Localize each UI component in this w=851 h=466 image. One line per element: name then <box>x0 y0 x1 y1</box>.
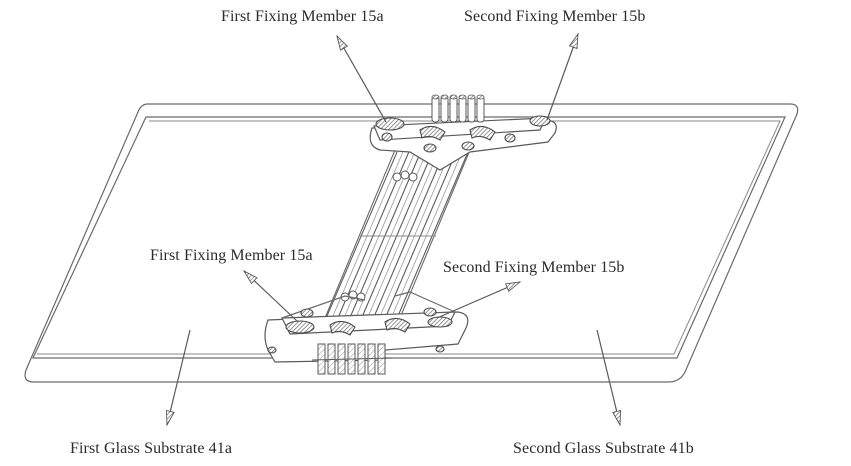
arrow-head-icon <box>336 34 349 51</box>
leader-second-glass <box>596 329 622 427</box>
label-first-glass-substrate: First Glass Substrate 41a <box>70 440 233 457</box>
lower-screw-bottom-right <box>435 345 445 353</box>
lower-screw-top-left <box>300 308 314 318</box>
leader-mid-second-fixing <box>436 281 522 319</box>
upper-slot-right <box>529 115 551 127</box>
upper-pin-cap <box>467 94 476 100</box>
upper-fixing-assembly <box>369 94 557 171</box>
strip-conductor <box>361 151 434 317</box>
leader-mid-first-fixing <box>242 270 299 323</box>
arrow-head-icon <box>568 32 579 50</box>
upper-pin-cap <box>431 94 440 100</box>
upper-pin-cap <box>449 94 458 100</box>
panel-inner-edge <box>32 116 786 359</box>
upper-clamp-left <box>419 125 446 141</box>
upper-pin <box>476 95 485 123</box>
upper-connector-pins <box>431 94 485 123</box>
leader-line <box>546 33 579 121</box>
arrow-head-icon <box>242 270 258 285</box>
upper-clamp-right <box>469 125 496 141</box>
lower-connector-pins <box>311 343 393 375</box>
lower-screw-top-right <box>423 307 437 317</box>
leader-lines <box>165 32 622 427</box>
upper-screw-right <box>504 133 516 143</box>
upper-screw-left <box>381 132 393 142</box>
strip-pin-head <box>400 170 410 180</box>
lower-clamp-left <box>329 320 356 336</box>
lower-terminal-finger <box>317 343 326 375</box>
upper-pin-cap <box>440 94 449 100</box>
upper-pin <box>431 95 440 123</box>
strip-conductor <box>373 151 445 317</box>
strip-conductor <box>397 151 469 317</box>
connector-strip <box>324 149 471 319</box>
lower-slot-left <box>285 320 315 334</box>
lower-terminal-edge <box>311 357 393 361</box>
leader-line <box>596 329 621 426</box>
label-mid-second-fixing-member: Second Fixing Member 15b <box>443 259 625 276</box>
arrow-head-icon <box>612 409 622 427</box>
strip-conductor <box>332 151 404 317</box>
leader-line <box>166 329 191 426</box>
label-second-glass-substrate: Second Glass Substrate 41b <box>513 440 694 457</box>
strip-conductor <box>326 151 398 317</box>
upper-screw-mid-right <box>461 141 475 151</box>
strip-conductor <box>391 151 463 317</box>
upper-pin <box>440 95 449 123</box>
upper-pin-cap <box>476 94 485 100</box>
upper-pin-cap <box>458 94 467 100</box>
label-mid-first-fixing-member: First Fixing Member 15a <box>150 247 313 264</box>
label-top-first-fixing-member: First Fixing Member 15a <box>221 8 384 25</box>
upper-bracket-top <box>373 117 546 141</box>
lower-arm-right <box>394 291 456 313</box>
label-top-second-fixing-member: Second Fixing Member 15b <box>464 8 646 25</box>
strip-conductor <box>344 151 416 317</box>
leader-first-glass <box>165 329 191 427</box>
leader-line <box>436 281 521 319</box>
strip-pin-head <box>392 172 402 182</box>
leader-top-first-fixing <box>336 34 387 123</box>
lower-terminal-finger <box>377 343 386 375</box>
strip-conductor <box>379 151 451 317</box>
panel-outer-edge <box>24 103 799 383</box>
strip-pin-head <box>408 172 418 182</box>
lower-clamp-right <box>384 317 411 333</box>
lower-slot-right <box>427 316 453 328</box>
upper-screw-mid-left <box>423 143 437 153</box>
leader-top-second-fixing <box>546 32 579 121</box>
lower-fixing-assembly <box>264 291 469 375</box>
lower-screw-bottom-left <box>267 346 277 354</box>
upper-pin <box>458 95 467 123</box>
strip-conductor <box>368 151 439 317</box>
upper-pin <box>449 95 458 123</box>
arrow-head-icon <box>504 281 522 292</box>
strip-conductor <box>350 151 422 317</box>
strip-conductor <box>385 151 457 317</box>
upper-pin <box>467 95 476 123</box>
leader-line <box>336 35 387 123</box>
arrow-head-icon <box>165 409 175 427</box>
upper-slot-left <box>375 117 405 131</box>
